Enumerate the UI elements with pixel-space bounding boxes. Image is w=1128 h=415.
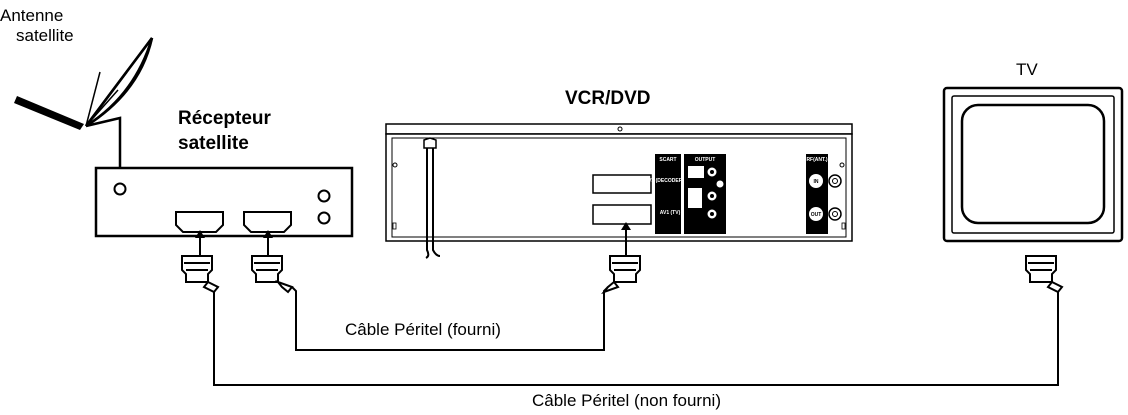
vcr-dvd-label: VCR/DVD (565, 88, 651, 109)
av1-label: AV1 (TV) (660, 210, 681, 216)
vcr-scart-av2 (592, 174, 652, 194)
tv-label: TV (1016, 60, 1038, 79)
rf-panel-label: RF(ANT.) (806, 157, 827, 163)
satellite-dish-icon (14, 37, 154, 186)
scart-panel-label: SCART (659, 157, 676, 163)
cable-supplied-label: Câble Péritel (fourni) (345, 320, 501, 339)
antenna-label-line1: Antenne (0, 6, 64, 25)
scart-plug-icon (181, 255, 1064, 295)
tv-set (942, 86, 1124, 243)
receiver-label-line2: satellite (178, 133, 249, 154)
av2-label: AV2 (DECODER) EXT (645, 178, 695, 184)
vcr-dvd-device: SCART AV2 (DECODER) EXT AV1 (TV) OUTPUT … (385, 123, 853, 259)
vcr-scart-av1 (592, 204, 652, 225)
rf-in-label: IN (814, 179, 819, 185)
receiver-scart-socket-2 (243, 211, 292, 233)
receiver-scart-socket-1 (175, 211, 224, 233)
antenna-label-line2: satellite (16, 26, 74, 45)
receiver-label-line1: Récepteur (178, 108, 271, 129)
rf-out-label: OUT (811, 212, 822, 218)
arrow-icon (195, 222, 631, 238)
cable-not-supplied-label: Câble Péritel (non fourni) (532, 391, 721, 410)
output-panel-label: OUTPUT (695, 157, 716, 163)
satellite-receiver (94, 166, 354, 238)
